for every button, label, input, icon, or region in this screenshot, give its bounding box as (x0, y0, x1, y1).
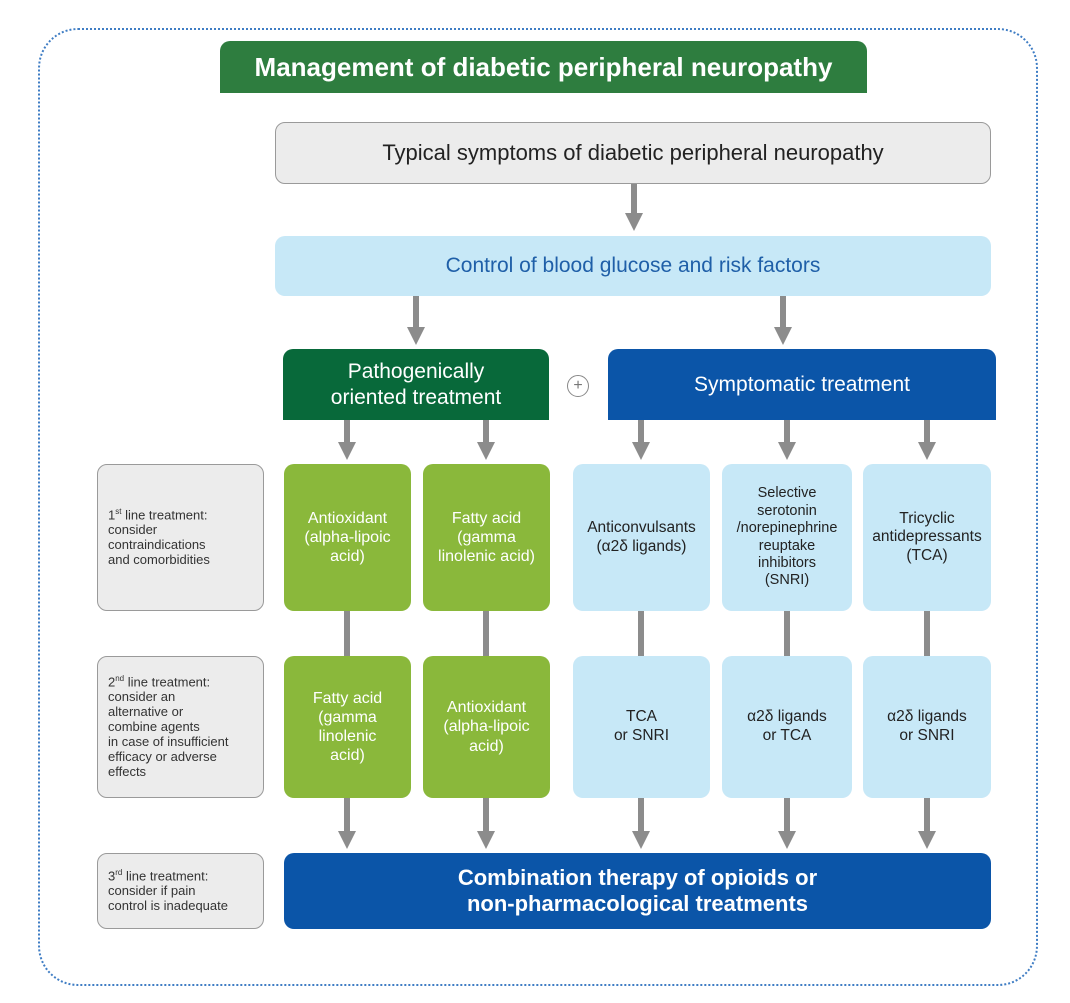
box-line: serotonin (757, 502, 817, 519)
box-line: α2δ ligands (747, 708, 827, 726)
label-line: control is inadequate (108, 898, 228, 914)
label-line: in case of insufficient (108, 734, 229, 750)
box-line: TCA (626, 708, 657, 726)
box-line: Selective (757, 485, 817, 502)
box-line: (alpha-lipoic (443, 718, 530, 736)
box-line: /norepinephrine (736, 520, 838, 537)
box-line: α2δ ligands (887, 708, 967, 726)
label-num: 3 (108, 868, 116, 884)
box-line: Anticonvulsants (587, 518, 696, 536)
box-line: Fatty acid (451, 509, 522, 527)
box-line: or SNRI (613, 727, 670, 744)
label-line: consider if pain (108, 883, 196, 899)
symptoms-box: Typical symptoms of diabetic peripheral … (275, 122, 991, 184)
label-line: and comorbidities (108, 552, 210, 568)
third-line-label: 3rd line treatment: consider if pain con… (97, 853, 264, 929)
label-sup: nd (115, 674, 125, 684)
box-line: or TCA (762, 727, 812, 744)
label-rest: line treatment: (124, 674, 211, 690)
second-line-fatty-acid: Fatty acid(gamma linolenic acid) (284, 656, 411, 798)
box-line: acid) (330, 548, 365, 566)
box-line: (TCA) (906, 546, 948, 564)
label-sup: rd (115, 867, 123, 877)
box-line: (gamma (457, 528, 516, 546)
control-box: Control of blood glucose and risk factor… (275, 236, 991, 296)
diagram-title: Management of diabetic peripheral neurop… (220, 41, 867, 93)
box-line: Fatty acid (312, 689, 383, 707)
label-rest: line treatment: (122, 868, 209, 884)
label-line: alternative or (108, 704, 184, 720)
box-line: Tricyclic (899, 509, 955, 527)
label-rest: line treatment: (121, 507, 208, 523)
first-line-fatty-acid: Fatty acid(gamma linolenic acid) (423, 464, 550, 611)
label-line: efficacy or adverse (108, 749, 217, 765)
box-line: antidepressants (872, 528, 982, 546)
label-num: 2 (108, 674, 116, 690)
box-line: acid) (469, 737, 504, 755)
box-line: (gamma (318, 708, 377, 726)
box-line: inhibitors (757, 554, 817, 571)
box-line: linolenic acid) (438, 548, 535, 566)
label-line: combine agents (108, 719, 200, 735)
box-line: reuptake (758, 537, 816, 554)
first-line-antioxidant: Antioxidant(alpha-lipoic acid) (284, 464, 411, 611)
box-line: or SNRI (899, 727, 955, 744)
pathogenic-line2: oriented treatment (330, 385, 502, 409)
second-line-label: 2nd line treatment: consider an alternat… (97, 656, 264, 798)
pathogenic-line1: Pathogenically (347, 360, 485, 384)
box-line: (SNRI) (764, 572, 810, 589)
box-line: (α2δ ligands) (596, 537, 687, 555)
first-line-anticonvulsants: Anticonvulsants(α2δ ligands) (573, 464, 710, 611)
pathogenic-treatment-box: Pathogenically oriented treatment (283, 349, 549, 420)
label-line: consider (108, 522, 158, 538)
first-line-label: 1st line treatment: consider contraindic… (97, 464, 264, 611)
symptomatic-treatment-box: Symptomatic treatment (608, 349, 996, 420)
label-num: 1 (108, 507, 116, 523)
combination-line2: non-pharmacological treatments (466, 891, 809, 916)
box-line: acid) (330, 747, 365, 765)
outer-frame (38, 28, 1038, 986)
label-line: contraindications (108, 537, 206, 553)
label-line: consider an (108, 689, 176, 705)
box-line: linolenic (318, 728, 377, 745)
combination-line1: Combination therapy of opioids or (457, 864, 818, 890)
label-sup: st (115, 506, 122, 516)
plus-icon: + (567, 375, 589, 397)
box-line: Antioxidant (307, 509, 388, 527)
label-line: effects (108, 764, 147, 779)
box-line: Antioxidant (446, 699, 527, 717)
box-line: (alpha-lipoic (304, 528, 391, 546)
